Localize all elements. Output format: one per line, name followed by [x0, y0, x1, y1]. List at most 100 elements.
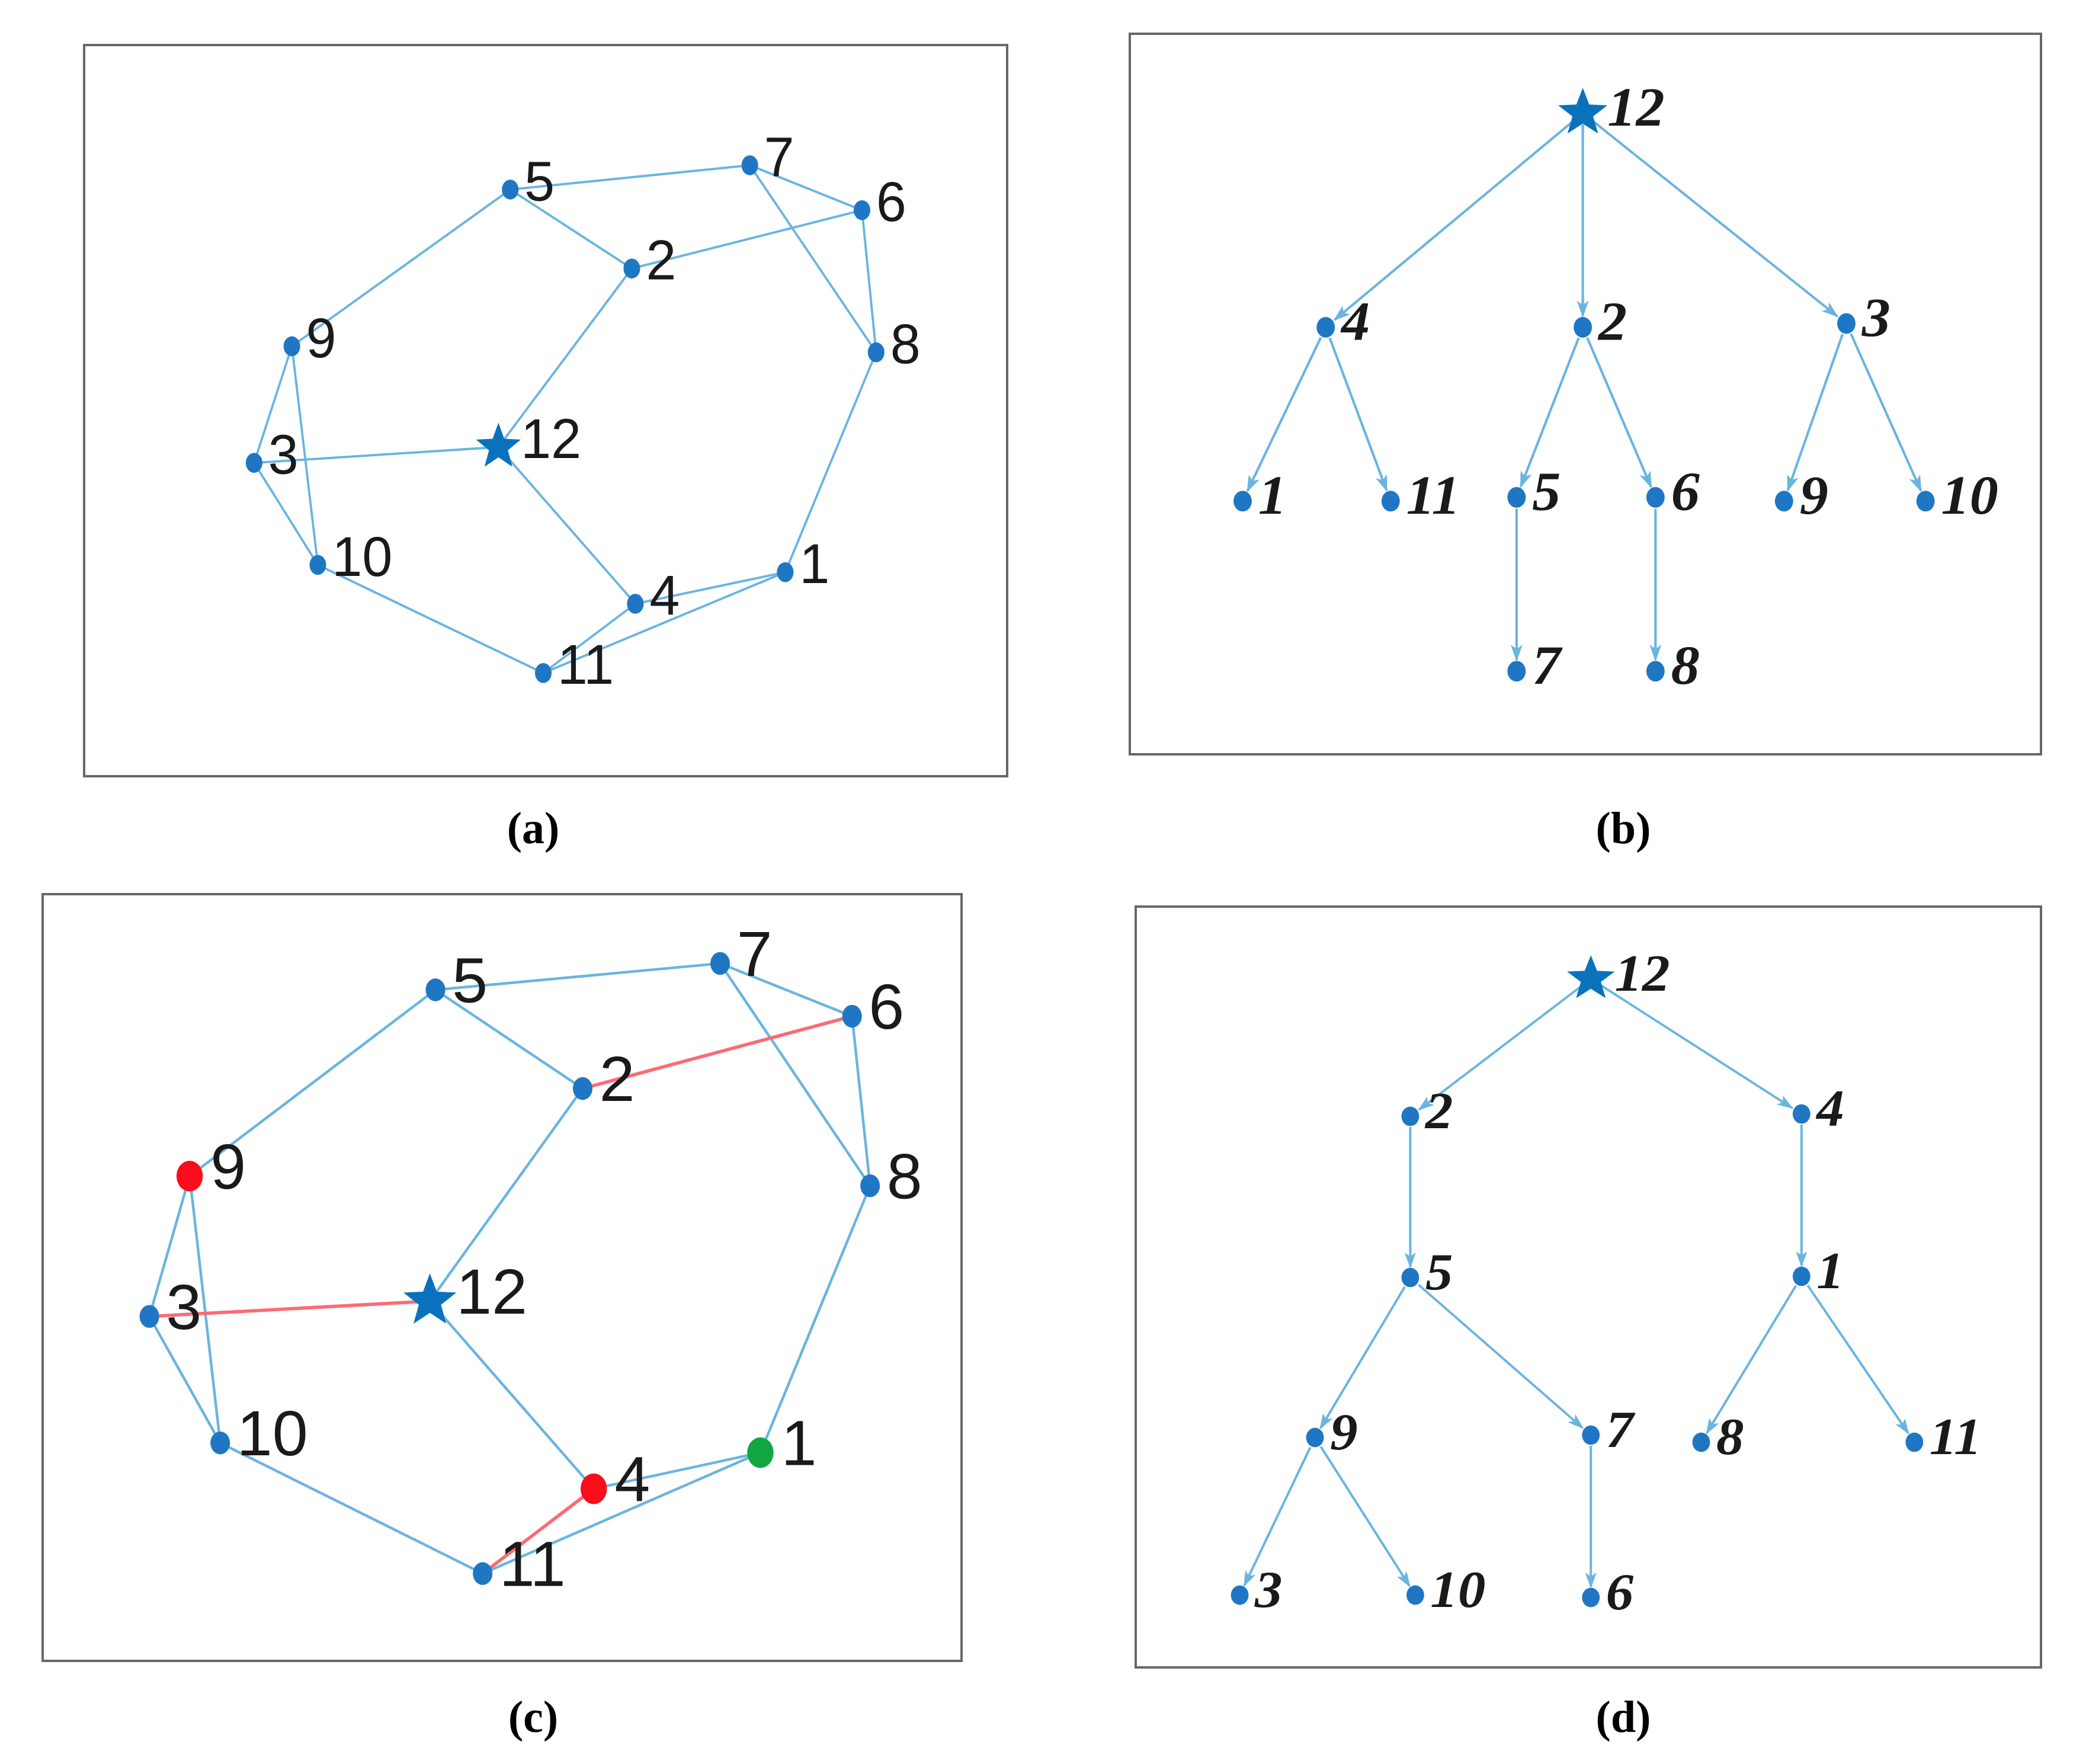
edge-4-1[interactable] — [1246, 337, 1322, 492]
edge-2-5[interactable] — [1519, 337, 1580, 489]
edge-10-11[interactable] — [317, 564, 544, 674]
node-2[interactable] — [1401, 1106, 1419, 1126]
node-star-12[interactable] — [476, 422, 521, 467]
edge-6-8[interactable] — [861, 210, 877, 353]
node-1[interactable] — [1792, 1266, 1811, 1286]
node-11[interactable] — [473, 1562, 493, 1585]
edge-6-2[interactable] — [631, 209, 863, 270]
node-4[interactable] — [1792, 1104, 1811, 1124]
edge-11-4[interactable] — [542, 603, 636, 674]
edge-5-2[interactable] — [510, 188, 633, 270]
edge-5-7[interactable] — [435, 962, 720, 991]
edge-4-11[interactable] — [1328, 337, 1388, 492]
node-1[interactable] — [747, 1437, 774, 1468]
edge-12-2[interactable] — [1418, 984, 1583, 1111]
edge-7-6[interactable] — [719, 962, 853, 1018]
edge-2-6[interactable] — [582, 1014, 853, 1090]
node-2[interactable] — [623, 258, 640, 278]
edge-12-3[interactable] — [1591, 119, 1839, 318]
edge-9-10[interactable] — [290, 346, 319, 565]
node-8[interactable] — [1646, 661, 1665, 682]
node-1[interactable] — [1233, 491, 1252, 512]
node-7[interactable] — [741, 155, 758, 175]
edge-4-1[interactable] — [635, 571, 786, 605]
edge-7-8[interactable] — [749, 164, 877, 353]
edge-12-4[interactable] — [497, 446, 636, 605]
node-7[interactable] — [1582, 1425, 1600, 1445]
node-3[interactable] — [245, 453, 262, 473]
edge-12-4[interactable] — [1599, 984, 1794, 1109]
node-2[interactable] — [1574, 316, 1592, 338]
edge-5-9[interactable] — [188, 988, 437, 1177]
edge-6-8[interactable] — [850, 1016, 871, 1186]
edge-2-12[interactable] — [497, 267, 633, 448]
edge-10-11[interactable] — [219, 1442, 483, 1575]
node-11[interactable] — [1905, 1432, 1924, 1452]
node-11[interactable] — [1381, 491, 1400, 512]
node-7[interactable] — [1507, 661, 1526, 682]
edge-9-10[interactable] — [1319, 1446, 1411, 1587]
node-6[interactable] — [1646, 486, 1665, 508]
node-10[interactable] — [210, 1431, 230, 1455]
edge-11-1[interactable] — [543, 571, 786, 674]
edge-3-12[interactable] — [254, 446, 499, 465]
node-9[interactable] — [1774, 491, 1793, 512]
edge-9-10[interactable] — [188, 1176, 222, 1443]
edge-3-10[interactable] — [148, 1315, 222, 1444]
node-4[interactable] — [1316, 316, 1335, 338]
edge-11-1[interactable] — [482, 1451, 761, 1575]
node-9[interactable] — [176, 1160, 203, 1192]
node-2[interactable] — [572, 1077, 592, 1100]
node-9[interactable] — [1306, 1427, 1324, 1448]
node-5[interactable] — [502, 180, 519, 200]
edge-9-3[interactable] — [1243, 1446, 1312, 1587]
node-star-12[interactable] — [403, 1273, 457, 1324]
edge-3-9[interactable] — [1786, 334, 1844, 492]
edge-9-3[interactable] — [148, 1176, 191, 1317]
edge-12-4[interactable] — [428, 1300, 595, 1490]
node-3[interactable] — [1231, 1585, 1249, 1605]
edge-2-12[interactable] — [428, 1087, 584, 1302]
node-5[interactable] — [425, 978, 446, 1001]
edge-12-4[interactable] — [1333, 119, 1575, 321]
node-8[interactable] — [1692, 1432, 1710, 1452]
node-8[interactable] — [860, 1174, 880, 1198]
edge-7-8[interactable] — [719, 962, 871, 1187]
edge-3-12[interactable] — [149, 1299, 430, 1318]
node-5[interactable] — [1401, 1267, 1419, 1288]
edge-5-9[interactable] — [1319, 1286, 1406, 1430]
node-3[interactable] — [1837, 313, 1856, 334]
edge-8-1[interactable] — [784, 351, 877, 573]
edge-4-1[interactable] — [593, 1451, 761, 1490]
edge-9-3[interactable] — [253, 345, 293, 463]
node-5[interactable] — [1507, 486, 1526, 508]
edge-5-2[interactable] — [434, 988, 584, 1090]
edge-11-4[interactable] — [481, 1487, 595, 1575]
node-8[interactable] — [867, 342, 885, 363]
edge-1-8[interactable] — [1706, 1285, 1797, 1435]
node-star-12[interactable] — [1566, 955, 1615, 998]
node-star-12[interactable] — [1558, 88, 1608, 134]
node-6[interactable] — [1582, 1587, 1600, 1608]
edge-1-11[interactable] — [1806, 1285, 1909, 1435]
node-7[interactable] — [710, 952, 730, 975]
edge-8-1[interactable] — [759, 1185, 871, 1454]
node-6[interactable] — [842, 1004, 862, 1028]
node-11[interactable] — [534, 662, 552, 683]
node-1[interactable] — [777, 562, 794, 582]
node-10[interactable] — [1406, 1585, 1424, 1605]
edge-2-6[interactable] — [1586, 337, 1652, 489]
edge-3-10[interactable] — [1850, 333, 1922, 492]
node-4[interactable] — [627, 594, 644, 614]
node-4[interactable] — [581, 1473, 607, 1504]
node-10[interactable] — [1916, 491, 1935, 512]
node-9[interactable] — [283, 336, 300, 357]
node-6[interactable] — [853, 200, 870, 220]
edge-5-7[interactable] — [1418, 1283, 1584, 1429]
edge-7-6[interactable] — [749, 164, 863, 212]
edge-5-7[interactable] — [510, 164, 750, 191]
edge-3-10[interactable] — [253, 462, 319, 566]
edge-5-9[interactable] — [291, 188, 511, 347]
node-10[interactable] — [309, 555, 326, 575]
node-3[interactable] — [139, 1305, 159, 1328]
